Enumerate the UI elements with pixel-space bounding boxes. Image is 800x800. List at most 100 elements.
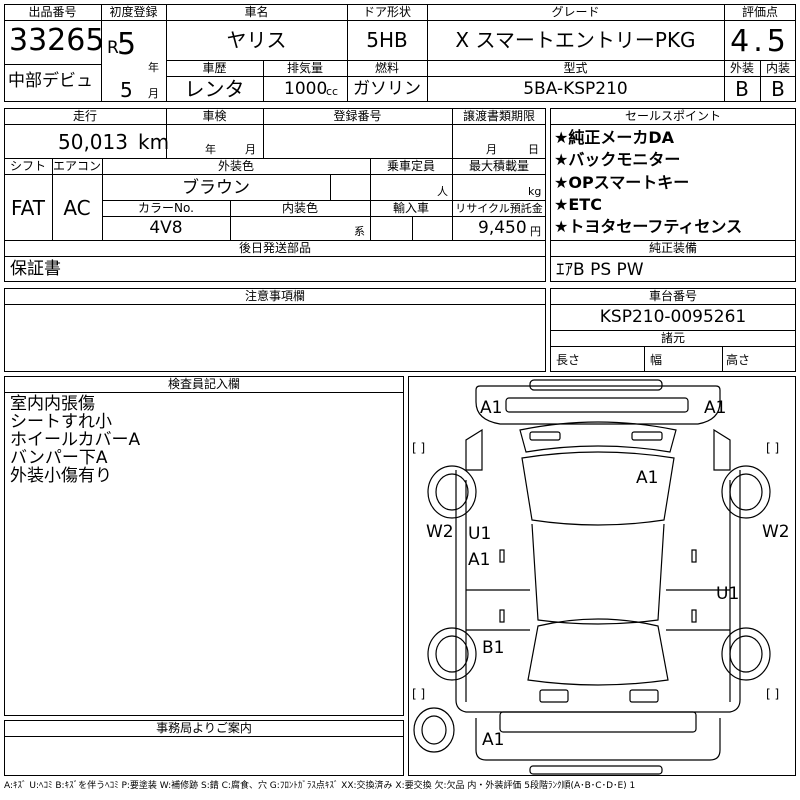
car-name-label: 車名	[244, 5, 269, 19]
inspector-label: 検査員記入欄	[167, 377, 240, 391]
equipment: ｴｱB PS PW	[556, 260, 644, 280]
ac: AC	[63, 196, 91, 220]
damage-mark-left-door-low: A1	[468, 550, 491, 570]
interior-label: 内装	[765, 61, 790, 75]
history-label: 車歴	[202, 61, 227, 75]
car-name: ヤリス	[226, 28, 287, 52]
grade: X スマートエントリーPKG	[455, 28, 696, 52]
yen-unit: 円	[530, 225, 541, 238]
transfer-month-unit: 月	[486, 143, 497, 156]
color-no-label: カラーNo.	[138, 201, 194, 215]
sales-point: ★トヨタセーフティセンス	[554, 217, 743, 236]
width-label: 幅	[650, 353, 663, 367]
dims-label: 諸元	[660, 331, 685, 345]
ext-color-label: 外装色	[217, 159, 254, 173]
model: 5BA-KSP210	[523, 79, 628, 99]
capacity-label: 乗車定員	[386, 159, 435, 173]
ext-color: ブラウン	[182, 178, 250, 198]
sales-point: ★OPスマートキー	[554, 173, 690, 192]
reg-no-label: 登録番号	[333, 109, 382, 123]
inspector-note: バンパー下A	[10, 448, 108, 468]
office-block	[4, 720, 404, 776]
damage-mark-left-side: W2	[426, 522, 454, 542]
era: R	[107, 38, 119, 58]
chassis-label: 車台番号	[648, 289, 697, 303]
exterior-label: 外装	[729, 61, 754, 75]
import-label: 輸入車	[392, 201, 429, 215]
spec-block	[4, 108, 546, 282]
office-label: 事務局よりご案内	[156, 721, 252, 735]
damage-mark-hood: A1	[636, 468, 659, 488]
interior-grade: B	[771, 77, 785, 101]
sales-points-label: セールスポイント	[624, 109, 721, 123]
fuel-label: 燃料	[374, 61, 399, 75]
inspector-note: 外装小傷有り	[10, 466, 112, 486]
damage-mark-right-door: U1	[716, 584, 740, 604]
insp-month-unit: 月	[245, 143, 256, 156]
header-block	[4, 4, 796, 102]
insp-year-unit: 年	[205, 143, 216, 156]
int-color-label: 内装色	[281, 201, 318, 215]
recycle-label: リサイクル預託金	[455, 202, 543, 215]
notes-block	[4, 288, 546, 372]
car-diagram-block	[408, 376, 796, 776]
sales-point: ★バックモニター	[554, 150, 681, 169]
inspector-note: ホイールカバーA	[10, 430, 141, 450]
score-label: 評価点	[741, 5, 778, 19]
legend-text: A:ｷｽﾞ U:ﾍｺﾐ B:ｷｽﾞを伴うﾍｺﾐ P:要塗装 W:補修跡 S:錆 …	[4, 781, 636, 791]
load-label: 最大積載量	[468, 159, 529, 173]
later-parts: 保証書	[10, 259, 61, 279]
shift: FAT	[10, 196, 45, 220]
later-parts-label: 後日発送部品	[238, 241, 311, 255]
bracket-right-rear: [ ]	[766, 687, 780, 701]
ac-label: エアコン	[52, 159, 101, 173]
height-label: 高さ	[726, 353, 751, 367]
mileage-label: 走行	[72, 109, 97, 123]
displacement: 1000	[284, 79, 328, 99]
score: 4.5	[730, 24, 790, 59]
sales-points-block	[550, 108, 796, 282]
sales-point: ★ETC	[554, 195, 602, 214]
bracket-right: [ ]	[766, 441, 780, 455]
color-no: 4V8	[149, 218, 183, 238]
load-unit: kg	[528, 185, 542, 198]
damage-mark-left-door-top: U1	[468, 524, 492, 544]
damage-mark-right-side: W2	[762, 522, 790, 542]
bracket-left-rear: [ ]	[412, 687, 426, 701]
cc-unit: cc	[326, 85, 339, 98]
damage-mark-front-right: A1	[704, 398, 727, 418]
int-color-unit: 系	[354, 225, 365, 238]
km-unit: km	[138, 130, 170, 154]
transfer-label: 譲渡書類期限	[462, 109, 535, 123]
length-label: 長さ	[556, 353, 581, 367]
fuel: ガソリン	[353, 79, 421, 99]
capacity-unit: 人	[437, 185, 448, 198]
inspector-note: 室内内張傷	[10, 394, 95, 414]
grade-label: グレード	[551, 5, 600, 19]
debut-label: 中部デビュ	[8, 71, 93, 91]
notes-label: 注意事項欄	[244, 289, 305, 303]
mileage: 50,013	[58, 130, 128, 154]
recycle: 9,450	[478, 218, 527, 238]
door: 5HB	[366, 28, 408, 52]
damage-mark-left-rear: B1	[482, 638, 505, 658]
month-unit: 月	[148, 87, 159, 100]
first-reg-label: 初度登録	[109, 5, 158, 19]
reg-year: 5	[117, 27, 137, 62]
transfer-day-unit: 日	[528, 143, 539, 156]
door-label: ドア形状	[362, 5, 411, 19]
inspector-note: シートすれ小	[10, 412, 112, 432]
reg-month: 5	[120, 78, 133, 102]
inspection-label: 車検	[202, 109, 227, 123]
inspector-block	[4, 376, 404, 716]
shift-label: シフト	[9, 159, 46, 173]
equipment-label: 純正装備	[648, 241, 697, 255]
sales-point: ★純正メーカDA	[554, 128, 675, 147]
year-unit: 年	[148, 61, 159, 74]
damage-mark-front-left: A1	[480, 398, 503, 418]
displacement-label: 排気量	[286, 61, 323, 75]
chassis-number: KSP210-0095261	[599, 307, 747, 327]
lot-no-label: 出品番号	[28, 5, 77, 19]
history: レンタ	[184, 77, 245, 101]
